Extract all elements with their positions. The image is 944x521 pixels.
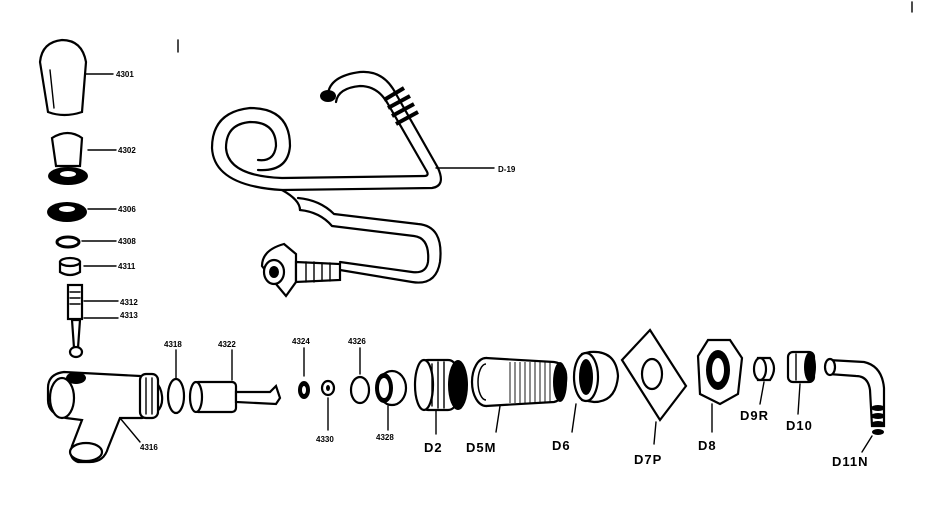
- label-4328: 4328: [376, 433, 394, 442]
- label-4322: 4322: [218, 340, 236, 349]
- label-4311: 4311: [118, 262, 136, 271]
- part-d7p-plate: [620, 328, 688, 422]
- label-d7p: D7P: [634, 452, 662, 467]
- label-d8: D8: [698, 438, 717, 453]
- label-4324: 4324: [292, 337, 310, 346]
- part-d6-flange: [572, 350, 620, 404]
- part-4324-washer: [298, 381, 310, 399]
- label-4316: 4316: [140, 443, 158, 452]
- part-d8-hex-nut: [696, 338, 744, 406]
- part-d10-nut: [786, 350, 816, 384]
- label-4318: 4318: [164, 340, 182, 349]
- label-4326: 4326: [348, 337, 366, 346]
- label-d5m: D5M: [466, 440, 496, 455]
- label-4312: 4312: [120, 298, 138, 307]
- label-4330: 4330: [316, 435, 334, 444]
- leader-4316: [119, 417, 141, 443]
- part-d5m-shank: [470, 356, 568, 408]
- part-4302-collar: [48, 131, 88, 185]
- label-d11n: D11N: [832, 454, 869, 469]
- part-d9r-washer: [752, 356, 776, 382]
- part-4322-shaft: [188, 380, 282, 414]
- label-4306: 4306: [118, 205, 136, 214]
- label-4313: 4313: [120, 311, 138, 320]
- leader-d6: [571, 403, 577, 433]
- part-4330-washer: [320, 379, 336, 397]
- leader-d5m: [495, 405, 501, 433]
- label-d6: D6: [552, 438, 571, 453]
- part-4306-washer: [47, 202, 87, 222]
- part-4301-handle: [38, 38, 88, 117]
- leader-d11n: [861, 435, 873, 453]
- leader-d7p: [653, 421, 657, 445]
- part-d11n-elbow: [823, 357, 886, 435]
- part-4316-faucet-body: [46, 370, 164, 464]
- part-4311-bushing: [58, 256, 82, 277]
- label-d2: D2: [424, 440, 443, 455]
- label-d9r: D9R: [740, 408, 769, 423]
- part-4312-4313-lever: [66, 283, 84, 359]
- part-d2-nut: [413, 358, 468, 412]
- part-4326-oring: [349, 375, 371, 405]
- part-4328-coupling: [375, 369, 408, 407]
- label-4301: 4301: [116, 70, 134, 79]
- leader-d10: [797, 383, 801, 415]
- part-4308-ring: [55, 235, 81, 249]
- leader-d9r: [759, 381, 765, 405]
- label-d10: D10: [786, 418, 813, 433]
- label-4308: 4308: [118, 237, 136, 246]
- label-d19: D-19: [498, 165, 516, 174]
- label-4302: 4302: [118, 146, 136, 155]
- part-4318-ring: [166, 377, 186, 415]
- part-d19-coiled-tube: [210, 70, 443, 298]
